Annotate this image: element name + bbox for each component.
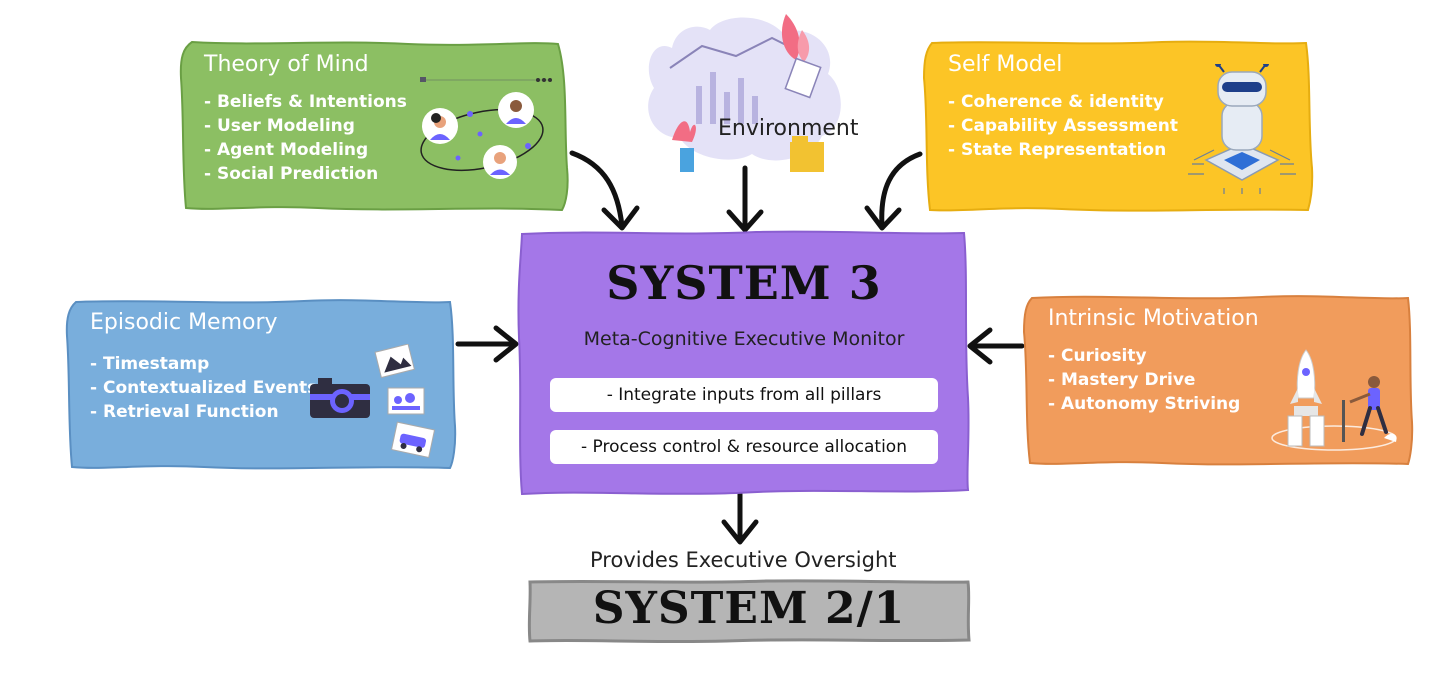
episodic-memory-bg xyxy=(65,299,457,470)
theory-of-mind-list: - Beliefs & Intentions - User Modeling -… xyxy=(204,90,407,186)
photo-icon xyxy=(374,344,436,459)
oversight-label: Provides Executive Oversight xyxy=(590,548,897,572)
intrinsic-motivation-box: Intrinsic Motivation - Curiosity - Maste… xyxy=(1022,292,1414,468)
intrinsic-motivation-title: Intrinsic Motivation xyxy=(1048,306,1259,331)
robot-chip-icon xyxy=(1188,64,1296,194)
system21-title: SYSTEM 2/1 xyxy=(592,583,906,634)
environment-chart-icon xyxy=(648,14,841,172)
list-item: - Agent Modeling xyxy=(204,140,369,160)
list-item: - Beliefs & Intentions xyxy=(204,92,407,112)
list-item: - Capability Assessment xyxy=(948,116,1178,136)
self-model-bg xyxy=(922,40,1314,212)
episodic-memory-box: Episodic Memory - Timestamp - Contextual… xyxy=(64,296,458,472)
self-model-list: - Coherence & identity - Capability Asse… xyxy=(948,90,1178,162)
arrow-self-model xyxy=(879,151,923,229)
system3-box: SYSTEM 3 Meta-Cognitive Executive Monito… xyxy=(516,228,972,496)
list-item: - State Representation xyxy=(948,140,1167,160)
camera-icon xyxy=(310,378,370,418)
system3-pill-process: - Process control & resource allocation xyxy=(550,430,938,464)
self-model-title: Self Model xyxy=(948,52,1063,77)
list-item: - Retrieval Function xyxy=(90,402,279,422)
system3-pill-integrate: - Integrate inputs from all pillars xyxy=(550,378,938,412)
list-item: - Coherence & identity xyxy=(948,92,1164,112)
episodic-memory-list: - Timestamp - Contextualized Events - Re… xyxy=(90,352,317,424)
theory-of-mind-box: Theory of Mind - Beliefs & Intentions - … xyxy=(178,38,570,214)
list-item: - Contextualized Events xyxy=(90,378,318,398)
theory-of-mind-bg xyxy=(179,40,569,212)
intrinsic-motivation-list: - Curiosity - Mastery Drive - Autonomy S… xyxy=(1048,344,1240,416)
system3-subtitle: Meta-Cognitive Executive Monitor xyxy=(583,328,905,350)
list-item: - Social Prediction xyxy=(204,164,379,184)
people-network-icon xyxy=(420,77,552,179)
list-item: - Timestamp xyxy=(90,354,210,374)
system21-bg xyxy=(527,579,971,644)
list-item: - Curiosity xyxy=(1048,346,1147,366)
theory-of-mind-title: Theory of Mind xyxy=(204,52,369,77)
list-item: - User Modeling xyxy=(204,116,355,136)
list-item: - Autonomy Striving xyxy=(1048,394,1241,414)
self-model-box: Self Model - Coherence & identity - Capa… xyxy=(922,38,1314,214)
system3-title: SYSTEM 3 xyxy=(606,256,882,310)
system3-bg xyxy=(517,230,970,496)
list-item: - Mastery Drive xyxy=(1048,370,1196,390)
episodic-memory-title: Episodic Memory xyxy=(90,310,278,335)
rocket-launch-icon xyxy=(1271,349,1397,451)
system21-box: SYSTEM 2/1 xyxy=(526,578,972,644)
environment-label: Environment xyxy=(718,116,859,141)
arrow-theory-of-mind xyxy=(569,150,625,229)
